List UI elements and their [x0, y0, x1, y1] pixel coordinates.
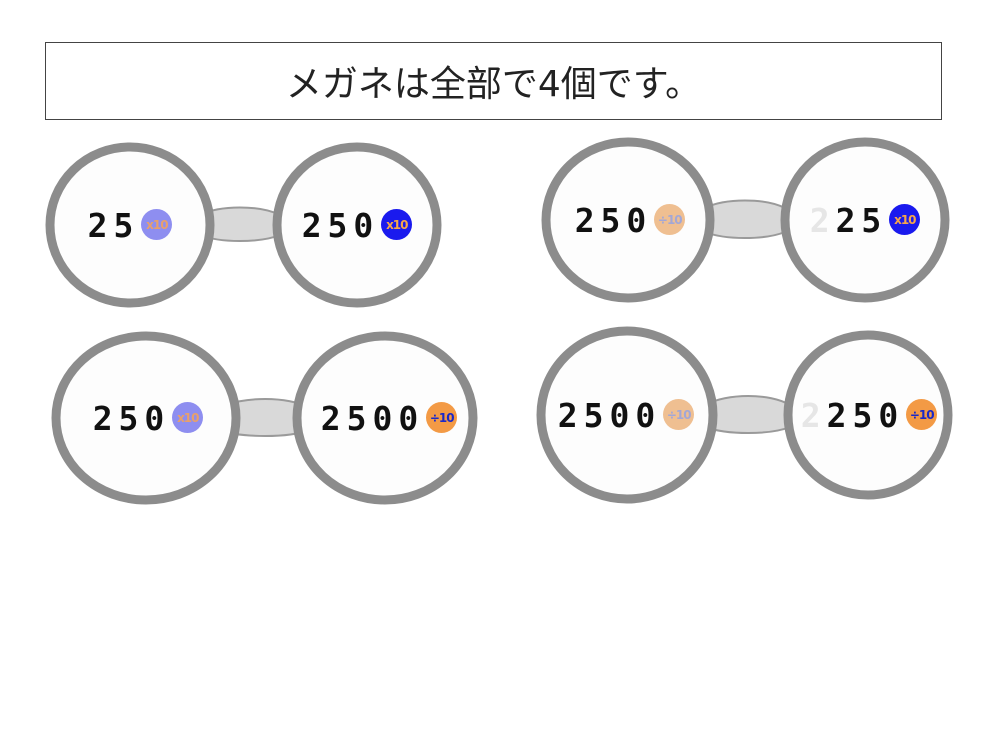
lens-number: 250: [826, 396, 905, 435]
divide-ten-icon: ÷10: [906, 399, 938, 430]
left-lens: 2500÷10: [541, 323, 711, 508]
lens-number: 2500: [320, 399, 425, 438]
divide-ten-icon: ÷10: [654, 204, 686, 235]
lens-number: 25: [87, 206, 140, 245]
glasses-frame: [51, 331, 478, 505]
lens-number: 250: [574, 201, 653, 240]
ghost-digit: 2: [800, 396, 827, 435]
lens-number: 250: [92, 399, 171, 438]
times-ten-icon: x10: [141, 209, 173, 240]
glasses-frame: [536, 326, 953, 504]
left-lens: 250÷10: [550, 128, 710, 313]
times-ten-icon: x10: [889, 204, 921, 235]
page-title: メガネは全部で4個です。: [285, 64, 702, 105]
right-lens: 2500÷10: [304, 326, 474, 511]
divide-ten-icon: ÷10: [426, 402, 458, 433]
times-ten-icon: x10: [381, 209, 413, 240]
ghost-digit: 2: [809, 201, 836, 240]
lens-number: 2500: [557, 396, 662, 435]
divide-ten-icon: ÷10: [663, 399, 695, 430]
title-box: メガネは全部で4個です。: [45, 42, 942, 120]
times-ten-icon: x10: [172, 402, 204, 433]
glasses-frame: [541, 137, 950, 303]
lens-number: 250: [301, 206, 380, 245]
glasses-frame: [45, 142, 442, 308]
lens-number: 25: [835, 201, 888, 240]
